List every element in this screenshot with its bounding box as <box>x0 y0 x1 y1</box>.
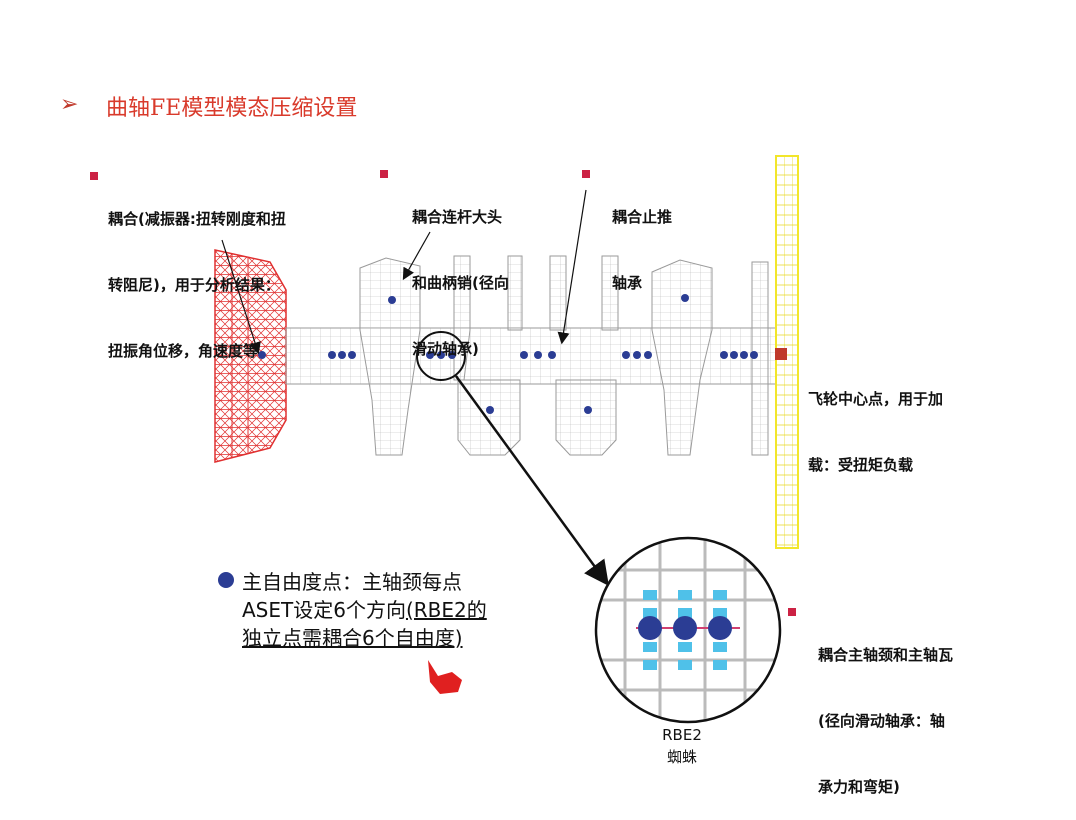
dof-bullet-icon <box>218 572 234 588</box>
thrust-bullet-icon <box>582 170 590 178</box>
damper-mesh <box>214 249 287 463</box>
dof-note-underlined: (RBE2的 <box>405 598 487 622</box>
flywheel-annotation: 飞轮中心点，用于加 载：受扭矩负载 <box>808 390 944 474</box>
coupling-nodes <box>258 294 787 414</box>
damper-annotation: 耦合(减振器:扭转刚度和扭 转阻尼)，用于分析结果： 扭振角位移，角速度等 <box>108 210 286 360</box>
leader-arrows <box>221 189 587 355</box>
conrod-annotation: 耦合连杆大头 和曲柄销(径向 滑动轴承) <box>412 208 509 358</box>
rbe2-spider-detail <box>594 536 782 724</box>
dof-note-line-2: ASET设定6个方向(RBE2的 <box>242 598 487 622</box>
pointer-hand-icon <box>428 660 462 694</box>
thrust-annotation: 耦合止推 轴承 <box>612 208 673 292</box>
zoom-indicator <box>416 331 609 587</box>
dof-note-line-3: 独立点需耦合6个自由度) <box>242 626 463 650</box>
main-journal-annotation: 耦合主轴颈和主轴瓦 (径向滑动轴承：轴 承力和弯矩) <box>818 646 954 796</box>
title-bullet-icon: ➢ <box>60 92 79 117</box>
page-title: 曲轴FE模型模态压缩设置 <box>106 96 358 121</box>
crankshaft-mesh <box>285 255 777 456</box>
dof-note: 主自由度点：主轴颈每点 ASET设定6个方向(RBE2的 独立点需耦合6个自由度… <box>242 568 487 652</box>
damper-bullet-icon <box>90 172 98 180</box>
dof-note-line-1: 主自由度点：主轴颈每点 <box>242 570 462 594</box>
rbe2-label: RBE2 蜘蛛 <box>662 726 702 766</box>
conrod-bullet-icon <box>380 170 388 178</box>
main-journal-bullet-icon <box>788 608 796 616</box>
